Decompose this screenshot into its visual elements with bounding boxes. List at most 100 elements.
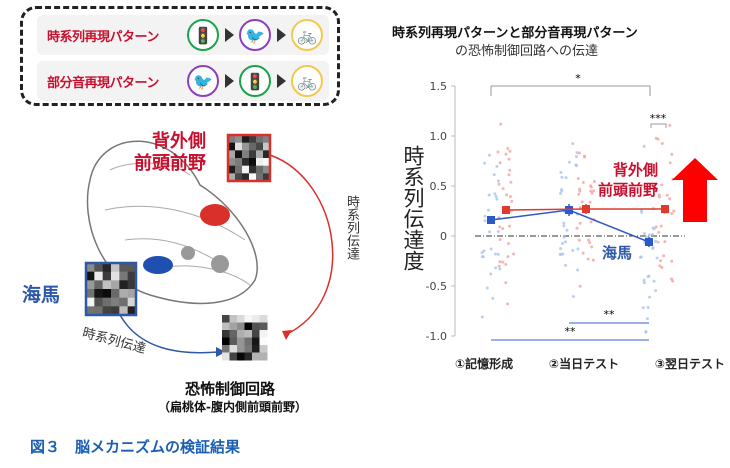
scatter-point <box>580 200 584 204</box>
hippocampus-box <box>84 261 138 317</box>
crow-icon: 🐦 <box>187 65 219 97</box>
blue-arrowhead-icon <box>216 347 226 357</box>
scatter-point <box>576 247 580 251</box>
scatter-point <box>488 230 492 234</box>
sig-label: *** <box>650 112 667 125</box>
matrix-cell <box>127 306 137 316</box>
dlpfc-label-line1: 背外側 <box>152 131 206 152</box>
matrix-cell <box>235 173 243 182</box>
dlpfc-label-line2: 前頭前野 <box>134 153 206 174</box>
fear-circuit-sublabel: （扁桃体-腹内側前頭前野） <box>158 400 307 414</box>
scatter-point <box>657 230 661 234</box>
scatter-point <box>560 189 564 193</box>
matrix-cell <box>222 337 230 346</box>
scatter-point <box>506 242 510 246</box>
matrix-cell <box>237 315 245 323</box>
scatter-point <box>560 175 564 179</box>
scatter-point <box>495 164 499 168</box>
scatter-point <box>646 305 650 309</box>
scatter-point <box>491 296 495 300</box>
matrix-cell <box>252 337 260 346</box>
matrix-cell <box>86 306 95 316</box>
scatter-point <box>668 161 672 165</box>
scatter-point <box>494 266 498 270</box>
scatter-point <box>509 180 513 184</box>
scatter-point <box>652 279 656 283</box>
scatter-point <box>489 247 493 251</box>
matrix-cell <box>235 135 243 144</box>
matrix-cell <box>127 297 137 307</box>
scatter-point <box>654 225 658 229</box>
scatter-point <box>586 257 590 261</box>
scatter-point <box>663 240 667 244</box>
matrix-cell <box>237 337 245 346</box>
arrow-right-icon <box>225 28 234 42</box>
region-gray <box>181 246 195 260</box>
matrix-cell <box>256 158 264 167</box>
scatter-point <box>657 195 661 199</box>
figure-caption: 図３ 脳メカニズムの検証結果 <box>30 438 241 456</box>
series-label-dlpfc-line2: 前頭前野 <box>598 181 659 199</box>
matrix-cell <box>237 345 245 353</box>
scatter-point <box>665 193 669 197</box>
dlpfc-box <box>226 133 272 183</box>
scatter-point <box>575 151 579 155</box>
scatter-point <box>642 278 646 282</box>
matrix-cell <box>119 306 129 316</box>
matrix-cell <box>263 158 271 167</box>
matrix-cell <box>86 263 95 273</box>
matrix-cell <box>222 322 230 331</box>
matrix-cell <box>263 142 271 151</box>
pattern-bubble: 時系列再現パターン 🚦 🐦 🚲 部分音再現パターン 🐦 🚦 🚲 <box>20 6 340 106</box>
scatter-point <box>487 193 491 197</box>
scatter-point <box>493 252 497 256</box>
arrow-right-icon <box>277 28 286 42</box>
scatter-point <box>506 302 510 306</box>
series-line <box>490 209 650 243</box>
matrix-cell <box>263 135 271 144</box>
scatter-point <box>587 238 591 242</box>
fear-circuit-label: 恐怖制御回路 <box>185 380 276 398</box>
matrix-cell <box>252 330 260 338</box>
matrix-cell <box>119 263 129 273</box>
matrix-cell <box>127 280 137 290</box>
matrix-cell <box>222 352 230 361</box>
scatter-point <box>652 227 656 231</box>
scatter-point <box>512 252 516 256</box>
scatter-point <box>559 252 563 256</box>
scatter-point <box>659 259 663 263</box>
scatter-point <box>670 152 674 156</box>
scatter-point <box>589 220 593 224</box>
hippocampus-pattern-matrix <box>86 263 137 316</box>
scatter-point <box>489 272 493 276</box>
scatter-point <box>578 284 582 288</box>
data-point <box>645 238 653 246</box>
scatter-point <box>576 268 580 272</box>
matrix-cell <box>102 306 112 316</box>
scatter-point <box>578 189 582 193</box>
matrix-cell <box>86 289 95 299</box>
matrix-cell <box>235 165 243 174</box>
matrix-cell <box>119 289 129 299</box>
scatter-point <box>577 151 581 155</box>
scatter-point <box>578 221 582 225</box>
scatter-point <box>641 306 645 310</box>
scatter-point <box>565 228 569 232</box>
scatter-point <box>562 235 566 239</box>
matrix-cell <box>86 280 95 290</box>
scatter-point <box>496 252 500 256</box>
scatter-point <box>670 211 674 215</box>
matrix-cell <box>256 142 264 151</box>
scatter-point <box>559 191 563 195</box>
dlpfc-pattern-matrix <box>228 135 271 182</box>
scatter-point <box>668 197 672 201</box>
bicycle-icon: 🚲 <box>291 19 323 51</box>
matrix-cell <box>102 263 112 273</box>
matrix-cell <box>111 280 120 290</box>
matrix-cell <box>222 315 230 323</box>
chart-title: 時系列再現パターンと部分音再現パターン <box>392 26 638 41</box>
matrix-cell <box>228 173 236 182</box>
scatter-point <box>559 170 563 174</box>
scatter-point <box>486 208 490 212</box>
series-label-hippocampus: 海馬 <box>602 244 633 262</box>
